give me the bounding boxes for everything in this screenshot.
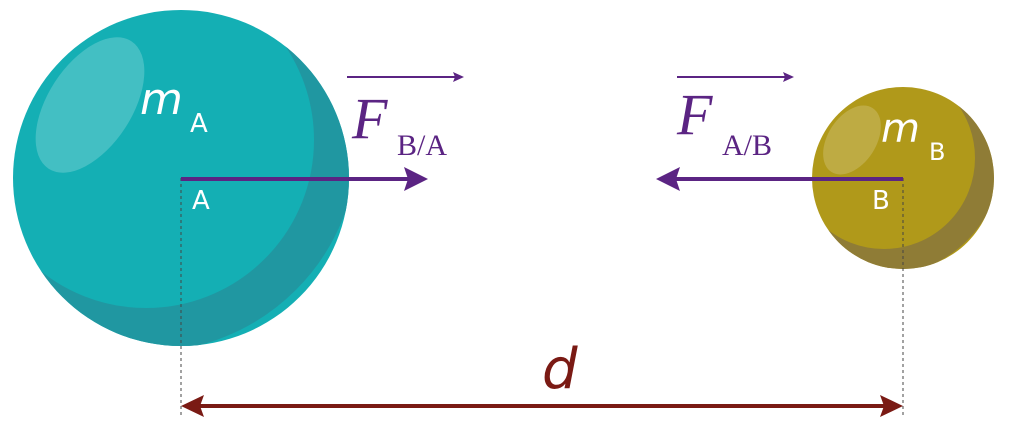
sphere-b-shade xyxy=(812,87,994,269)
sphere-a xyxy=(13,10,349,346)
sphere-a-highlight xyxy=(35,37,145,173)
point-label-b: B xyxy=(872,186,890,216)
force-arrow-a-on-b xyxy=(656,167,903,191)
distance-label: d xyxy=(542,337,578,402)
force-label-b-on-a: F xyxy=(351,86,388,151)
distance-arrow xyxy=(181,395,903,417)
vector-overline-b-on-a xyxy=(347,72,464,82)
point-label-a: A xyxy=(192,186,210,216)
mass-subscript-a: A xyxy=(190,109,208,139)
force-subscript-a-on-b: A/B xyxy=(722,129,772,162)
force-arrow-b-on-a xyxy=(181,167,428,191)
vector-overline-a-on-b xyxy=(677,72,794,82)
sphere-b-highlight xyxy=(823,105,881,175)
mass-label-b: m xyxy=(881,106,920,152)
sphere-b xyxy=(812,87,994,269)
mass-label-a: m xyxy=(140,74,183,125)
mass-subscript-b: B xyxy=(929,138,945,166)
sphere-a-shade xyxy=(13,10,349,346)
force-subscript-b-on-a: B/A xyxy=(397,129,447,162)
force-label-a-on-b: F xyxy=(676,82,713,147)
